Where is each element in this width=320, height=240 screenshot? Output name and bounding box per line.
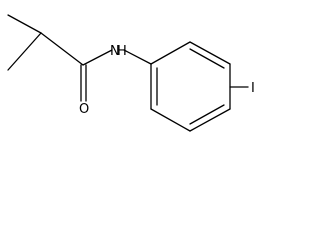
chemical-structure: N H O I [7, 14, 255, 132]
structure-canvas: N H O I [0, 0, 258, 136]
bond-carbonyl-nitrogen [82, 49, 113, 66]
atom-label-oxygen: O [79, 102, 89, 117]
ring-inner-bond-2 [189, 104, 225, 125]
atom-label-iodine: I [251, 81, 255, 96]
ring-bond-2 [189, 41, 231, 65]
bond-nitrogen-ring [123, 49, 152, 65]
ring-bond-1 [150, 41, 191, 65]
bond-methyl-top [7, 14, 42, 34]
ring-inner-bond-1 [189, 48, 225, 69]
ring-bond-5 [150, 108, 191, 132]
atom-label-hydrogen: H [117, 44, 127, 59]
atom-label-nitrogen: N [110, 44, 120, 59]
ring-bond-4 [189, 108, 231, 132]
bond-isopropyl-carbonyl [40, 32, 84, 66]
bond-methyl-bottom [7, 32, 42, 71]
